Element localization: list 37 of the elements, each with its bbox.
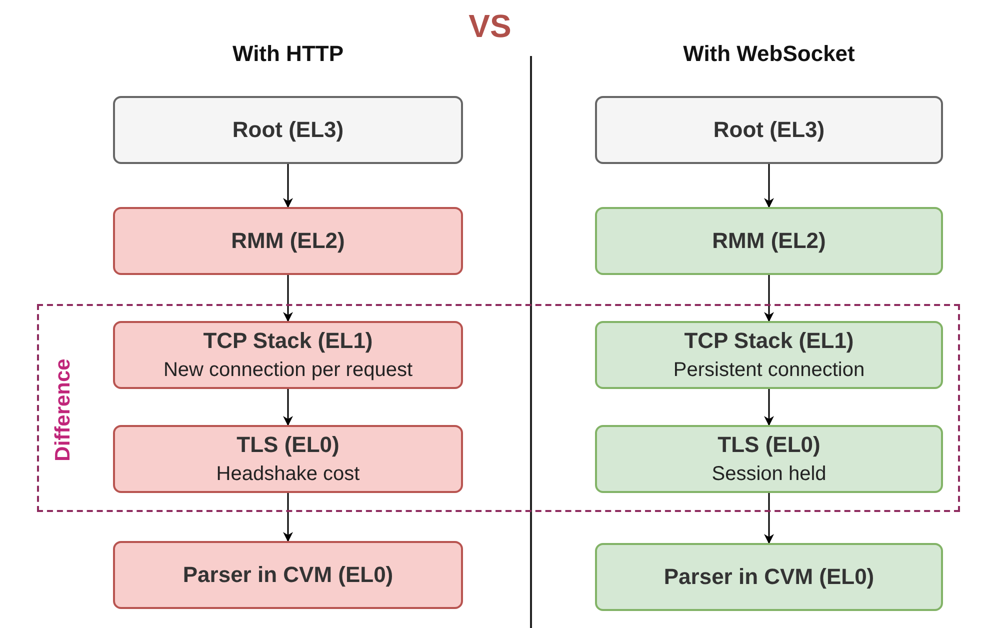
box-title: TCP Stack (EL1) (684, 327, 854, 355)
process-box (595, 543, 943, 611)
arrow (764, 275, 774, 322)
arrow (764, 389, 774, 426)
process-box (113, 541, 463, 609)
box-subtitle: New connection per request (163, 358, 413, 383)
box-title: TLS (EL0) (718, 431, 820, 459)
box-title: TCP Stack (EL1) (203, 327, 373, 355)
arrow (283, 275, 293, 322)
arrow (283, 493, 293, 542)
dashed-region (37, 304, 960, 512)
box-title: RMM (EL2) (231, 227, 345, 255)
column-heading: With HTTP (232, 40, 344, 68)
box-subtitle: Persistent connection (673, 358, 865, 383)
process-box (595, 425, 943, 493)
region-label: Difference (50, 358, 76, 462)
process-box (113, 96, 463, 164)
process-box (113, 321, 463, 389)
column-heading: With WebSocket (683, 40, 855, 68)
title: VS (468, 8, 512, 44)
process-box (113, 425, 463, 493)
arrow (283, 164, 293, 208)
arrow (764, 493, 774, 544)
box-title: Parser in CVM (EL0) (182, 561, 394, 589)
process-box (595, 321, 943, 389)
box-title: Root (EL3) (232, 116, 344, 144)
box-title: RMM (EL2) (712, 227, 826, 255)
box-title: Parser in CVM (EL0) (664, 563, 874, 591)
arrow (764, 164, 774, 208)
process-box (595, 96, 943, 164)
box-subtitle: Headshake cost (216, 462, 360, 487)
process-box (113, 207, 463, 275)
process-box (595, 207, 943, 275)
box-title: Root (EL3) (713, 116, 825, 144)
arrow (283, 389, 293, 426)
box-subtitle: Session held (712, 462, 826, 487)
box-title: TLS (EL0) (236, 431, 340, 459)
